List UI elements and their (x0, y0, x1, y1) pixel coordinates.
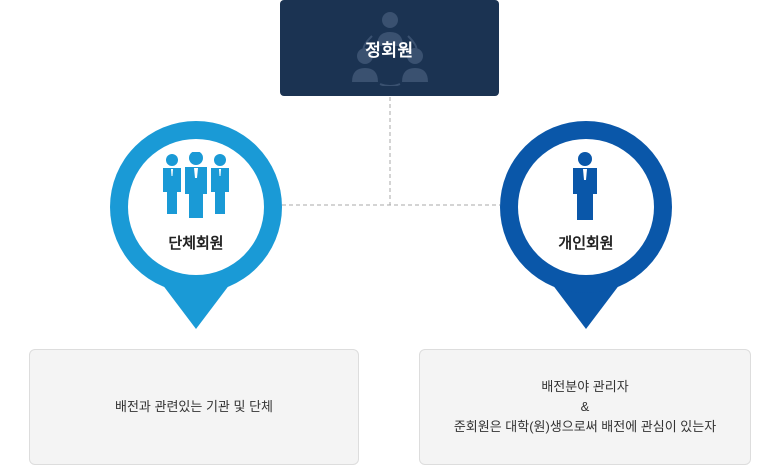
person-icon (573, 152, 597, 220)
individual-member-description-box: 배전분야 관리자 & 준회원은 대학(원)생으로써 배전에 관심이 있는자 (419, 349, 751, 465)
group-member-description-box: 배전과 관련있는 기관 및 단체 (29, 349, 359, 465)
individual-description-line3: 준회원은 대학(원)생으로써 배전에 관심이 있는자 (453, 419, 717, 434)
group-member-marker (110, 121, 282, 329)
group-member-label: 단체회원 (168, 235, 224, 252)
individual-member-pin: 개인회원 (498, 119, 674, 331)
group-member-description: 배전과 관련있는 기관 및 단체 (115, 399, 273, 414)
individual-description-line2: & (580, 399, 590, 414)
group-member-pin: 단체회원 (108, 119, 284, 331)
individual-member-label: 개인회원 (558, 235, 614, 252)
group-people-icon (163, 152, 229, 218)
individual-description-line1: 배전분야 관리자 (541, 379, 629, 394)
individual-member-marker (500, 121, 672, 329)
people-network-icon (352, 12, 428, 86)
regular-member-label: 정회원 (365, 41, 414, 60)
regular-member-box: 정회원 (280, 0, 499, 96)
